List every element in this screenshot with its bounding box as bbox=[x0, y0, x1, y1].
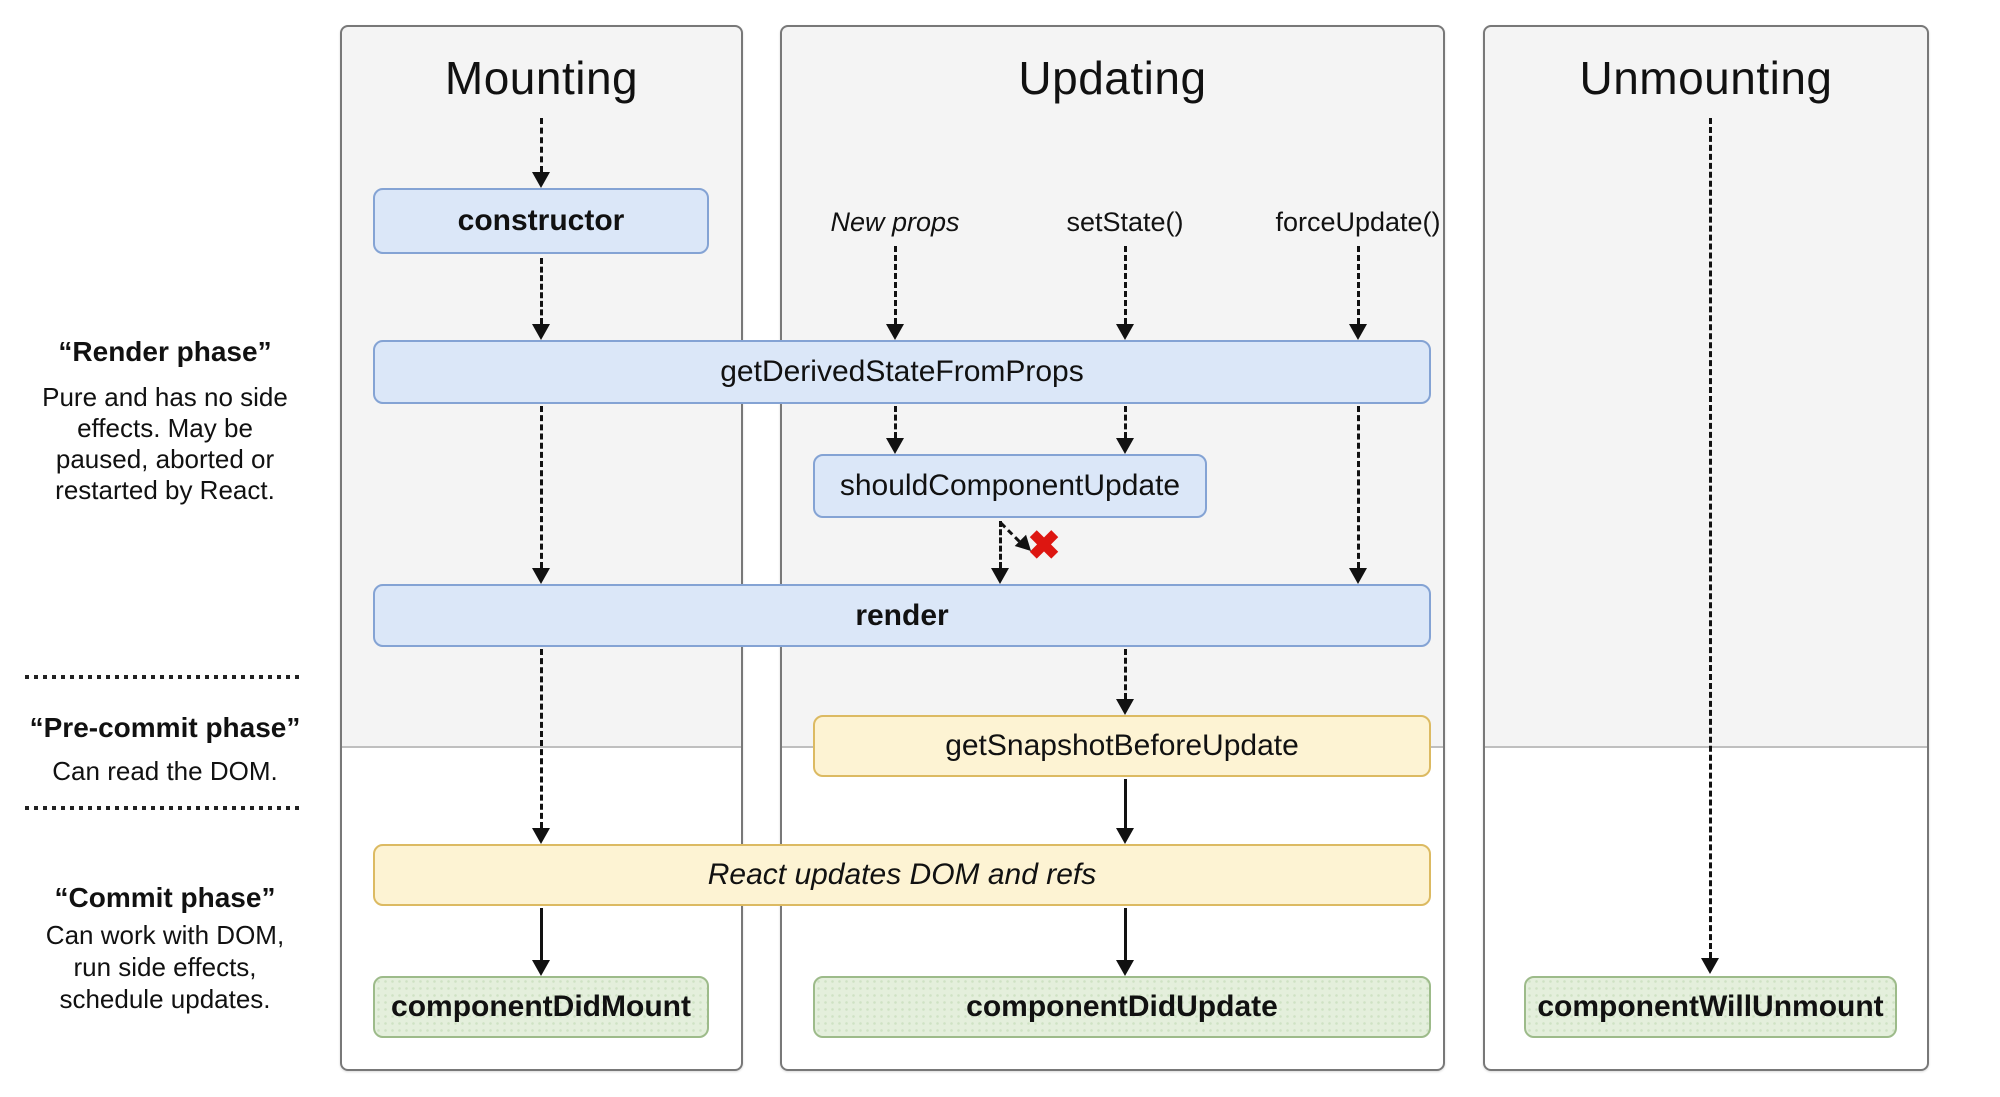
arrowhead-icon bbox=[1349, 324, 1367, 340]
arrow-line bbox=[539, 258, 543, 324]
arrowhead-icon bbox=[991, 568, 1009, 584]
pre-commit-phase-title: “Pre-commit phase” bbox=[29, 712, 301, 743]
unmounting-panel bbox=[1483, 25, 1929, 1071]
render-box[interactable]: render bbox=[373, 584, 1431, 647]
component-did-mount-box[interactable]: componentDidMount bbox=[373, 976, 709, 1038]
updating-panel bbox=[780, 25, 1445, 1071]
phase-divider bbox=[25, 806, 303, 810]
arrow-line bbox=[539, 649, 543, 828]
render-phase-description: Pure and has no side bbox=[42, 382, 288, 412]
arrowhead-icon bbox=[1116, 438, 1134, 454]
arrow-line bbox=[1123, 246, 1127, 324]
arrow-line bbox=[998, 521, 1002, 568]
arrow-line bbox=[893, 246, 897, 324]
arrowhead-icon bbox=[532, 960, 550, 976]
mounting-column-title: Mounting bbox=[444, 52, 639, 104]
component-did-update-box[interactable]: componentDidUpdate bbox=[813, 976, 1431, 1038]
arrowhead-icon bbox=[1349, 568, 1367, 584]
arrowhead-icon bbox=[532, 828, 550, 844]
react-updates-dom-box: React updates DOM and refs bbox=[373, 844, 1431, 906]
arrowhead-icon bbox=[532, 172, 550, 188]
render-phase-description: paused, aborted or bbox=[55, 444, 275, 474]
arrow-line bbox=[539, 908, 543, 960]
unmounting-column-title: Unmounting bbox=[1579, 52, 1833, 104]
arrowhead-icon bbox=[1116, 699, 1134, 715]
arrowhead-icon bbox=[1116, 324, 1134, 340]
arrowhead-icon bbox=[1116, 828, 1134, 844]
arrow-line bbox=[1123, 406, 1127, 438]
commit-phase-title: “Commit phase” bbox=[54, 882, 276, 913]
arrow-line bbox=[1356, 406, 1360, 568]
arrow-line bbox=[539, 406, 543, 568]
arrowhead-icon bbox=[886, 438, 904, 454]
arrowhead-icon bbox=[532, 324, 550, 340]
arrow-line bbox=[1123, 908, 1127, 960]
component-will-unmount-box[interactable]: componentWillUnmount bbox=[1524, 976, 1897, 1038]
arrowhead-icon bbox=[886, 324, 904, 340]
update-blocked-x-icon: ✖ bbox=[1027, 524, 1061, 568]
arrowhead-icon bbox=[1116, 960, 1134, 976]
setstate-label: setState() bbox=[1066, 207, 1184, 237]
phase-divider bbox=[25, 675, 303, 679]
forceupdate-label: forceUpdate() bbox=[1275, 207, 1441, 237]
render-phase-title: “Render phase” bbox=[58, 336, 272, 367]
get-snapshot-before-update-box[interactable]: getSnapshotBeforeUpdate bbox=[813, 715, 1431, 777]
render-phase-description: restarted by React. bbox=[55, 475, 275, 505]
should-component-update-box[interactable]: shouldComponentUpdate bbox=[813, 454, 1207, 518]
constructor-box[interactable]: constructor bbox=[373, 188, 709, 254]
arrow-line bbox=[539, 118, 543, 172]
new-props-label: New props bbox=[830, 207, 960, 237]
arrow-line bbox=[1708, 118, 1712, 958]
arrow-line bbox=[1123, 779, 1127, 828]
commit-phase-description: Can work with DOM, bbox=[45, 920, 285, 950]
commit-phase-description: schedule updates. bbox=[59, 984, 271, 1014]
pre-commit-phase-description: Can read the DOM. bbox=[52, 756, 278, 786]
arrowhead-icon bbox=[1701, 958, 1719, 974]
arrow-line bbox=[893, 406, 897, 438]
arrow-line bbox=[1123, 649, 1127, 699]
commit-phase-description: run side effects, bbox=[73, 952, 257, 982]
get-derived-state-from-props-box[interactable]: getDerivedStateFromProps bbox=[373, 340, 1431, 404]
updating-column-title: Updating bbox=[1018, 52, 1207, 104]
arrowhead-icon bbox=[532, 568, 550, 584]
render-phase-description: effects. May be bbox=[77, 413, 253, 443]
arrow-line bbox=[1356, 246, 1360, 324]
